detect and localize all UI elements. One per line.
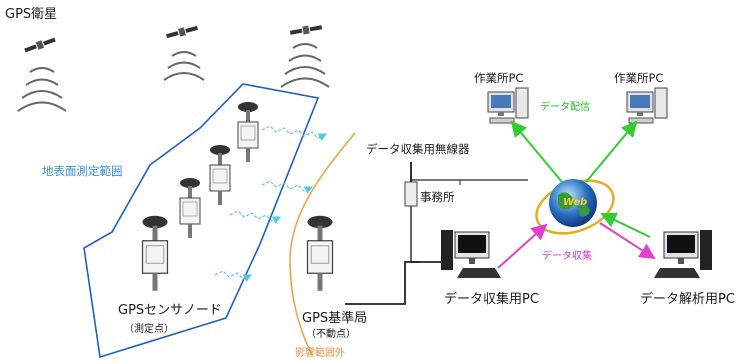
outside-influence-label: 影響範囲外 — [295, 348, 345, 359]
sensor-node-label: GPSセンサノード — [118, 303, 222, 318]
site-pc-right-icon — [626, 87, 668, 124]
analysis-pc-icon — [654, 230, 712, 278]
collection-pc-label: データ収集用PC — [444, 292, 539, 307]
web-globe-icon — [535, 179, 615, 235]
cable-lines — [345, 261, 448, 305]
analysis-pc-label: データ解析用PC — [640, 292, 735, 307]
gps-satellite-icon — [17, 37, 67, 112]
data-distribution-label: データ配信 — [540, 102, 590, 113]
base-station-icon — [306, 215, 334, 292]
sensor-node-sublabel: （測定点） — [124, 324, 174, 335]
radio-device-label: データ収集用無線器 — [366, 142, 470, 156]
collection-pc-icon — [441, 230, 501, 278]
sensor-node-icon — [141, 101, 259, 292]
gps-satellite-icon — [163, 25, 205, 81]
radio-wave-arrows — [214, 125, 328, 282]
gps-satellite-icon — [280, 25, 330, 88]
radio-device-icon — [404, 162, 418, 262]
measurement-range-label: 地表面測定範囲 — [42, 164, 123, 178]
office-label: 事務所 — [420, 190, 455, 204]
base-station-label: GPS基準局 — [302, 311, 368, 326]
measurement-range-boundary — [83, 83, 320, 359]
data-distribution-arrows — [510, 120, 651, 238]
site-pc-right-label: 作業所PC — [614, 71, 664, 85]
base-station-sublabel: （不動点） — [306, 329, 356, 340]
web-label: Web — [563, 197, 588, 208]
gps-satellite-label: GPS衛星 — [5, 7, 58, 22]
data-collection-label: データ収集 — [542, 251, 592, 262]
data-collection-arrows — [497, 222, 656, 269]
influence-boundary — [289, 132, 356, 356]
site-pc-left-label: 作業所PC — [474, 71, 524, 85]
site-pc-left-icon — [487, 87, 529, 124]
